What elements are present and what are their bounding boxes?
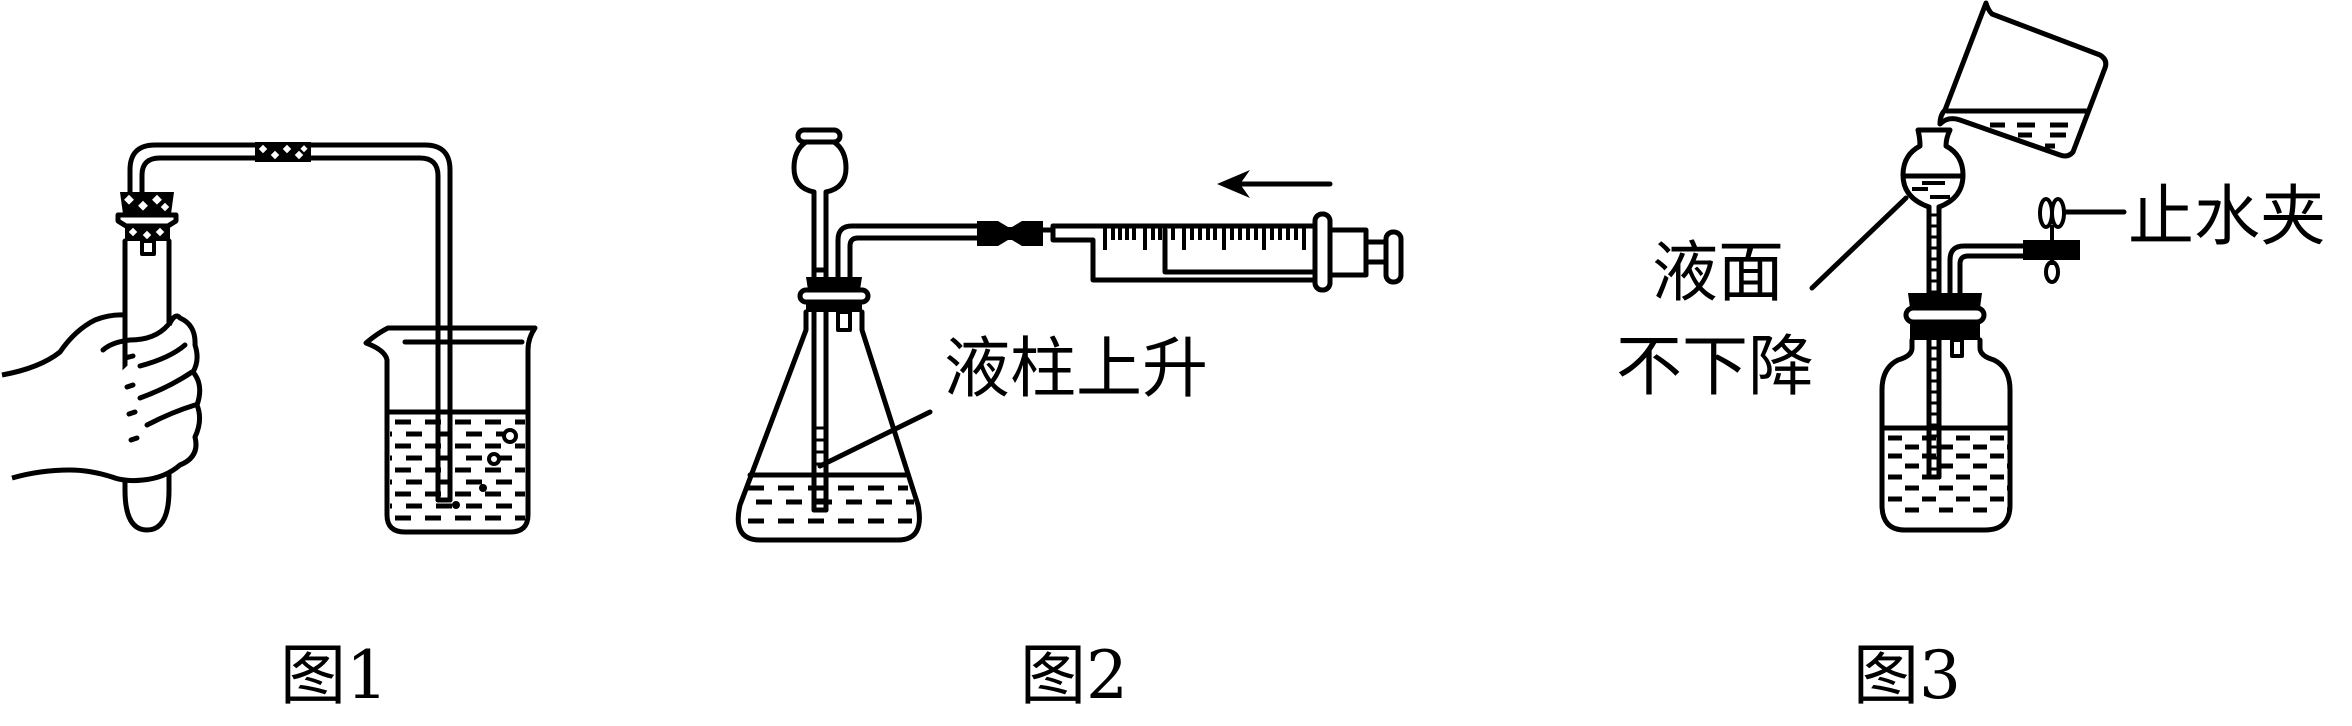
leader-line: [817, 409, 933, 469]
syringe-icon: [1050, 211, 1404, 293]
fig3-annotation-line1: 液面: [1652, 234, 1784, 311]
arrow-left-icon: [1217, 170, 1333, 198]
clamp-label: 止水夹: [2128, 178, 2326, 255]
test-tube-icon: [122, 238, 172, 533]
beaker-icon: [363, 325, 538, 535]
fig2-annotation: 液柱上升: [944, 330, 1208, 407]
fig3-apparatus: [1809, 0, 2127, 533]
bubbles-icon: [452, 428, 518, 509]
fig3-annotation-line2: 不下降: [1616, 328, 1814, 405]
hand-icon: [1, 312, 203, 484]
fig1-apparatus: [1, 142, 538, 535]
fig3-caption: 图3: [1853, 637, 1961, 714]
fig2-caption: 图2: [1020, 637, 1128, 714]
level-leader-line: [1809, 195, 1909, 291]
fig1-caption: 图1: [280, 637, 388, 714]
fig2-apparatus: [735, 127, 1404, 543]
pouring-beaker-icon: [1937, 0, 2109, 159]
rubber-stopper-icon: [115, 192, 179, 256]
rubber-tube-connector-icon: [255, 142, 311, 162]
rubber-connector-icon: [977, 221, 1043, 246]
wide-mouth-bottle-icon: [1879, 337, 2013, 533]
conical-flask-icon: [735, 309, 922, 543]
